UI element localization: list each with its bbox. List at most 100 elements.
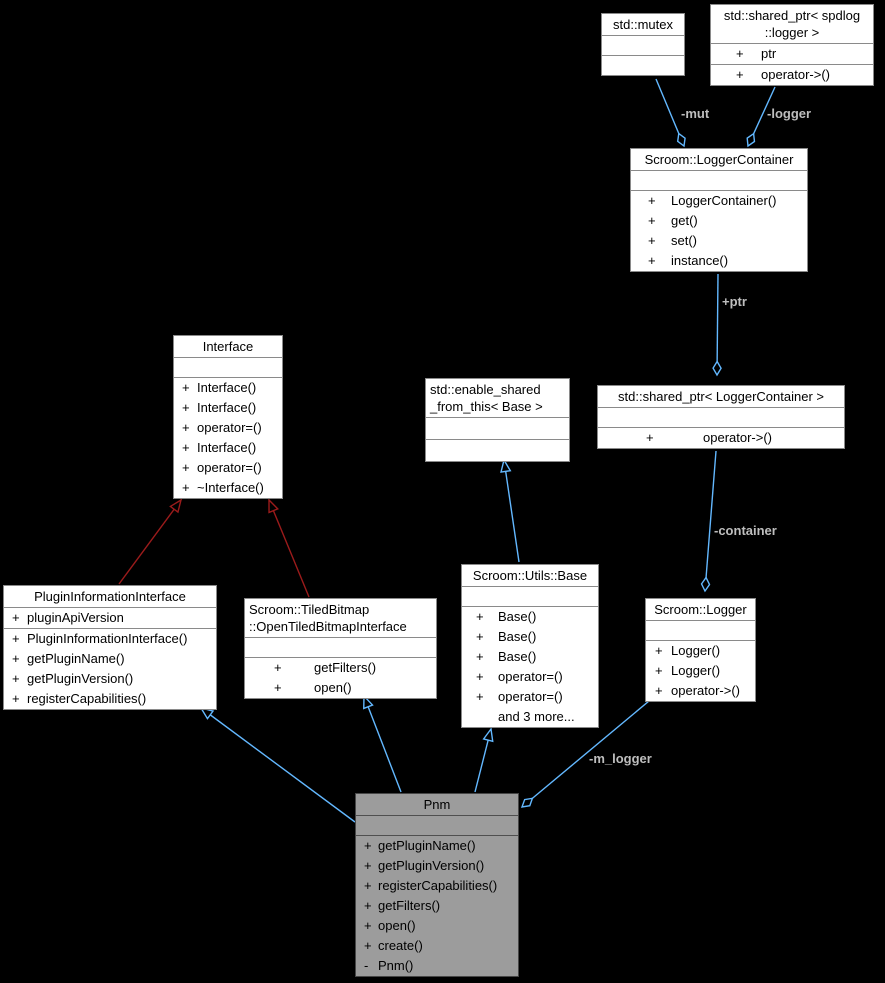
member-row: + getPluginVersion() — [4, 669, 216, 689]
member-row: + ~Interface() — [174, 478, 282, 498]
class-box-scroom-loggercontainer[interactable]: Scroom::LoggerContainer +LoggerContainer… — [630, 148, 808, 272]
member-row: +set() — [631, 231, 807, 251]
member-visibility: + — [648, 213, 656, 228]
member-row: +registerCapabilities() — [356, 876, 518, 896]
member-label: operator->() — [761, 67, 830, 82]
member-visibility: + — [364, 878, 372, 893]
methods-section: + operator->() — [711, 64, 873, 85]
edge-utilsbase-inherits-enablesharedfromthis — [500, 458, 520, 563]
member-row: +Logger() — [646, 641, 755, 661]
member-label: registerCapabilities() — [27, 691, 147, 706]
methods-section: +getFilters() + open() — [245, 657, 436, 698]
member-label: open() — [378, 918, 416, 933]
member-visibility — [476, 707, 498, 727]
member-label: Base() — [498, 649, 537, 664]
member-visibility: + — [476, 609, 484, 624]
member-visibility: + — [364, 838, 372, 853]
class-box-pnm[interactable]: Pnm +getPluginName() +getPluginVersion()… — [355, 793, 519, 977]
class-box-scroom-utils-base[interactable]: Scroom::Utils::Base +Base() +Base() +Bas… — [461, 564, 599, 728]
member-label: ~Interface() — [197, 480, 264, 495]
class-title: std::shared_ptr< LoggerContainer > — [618, 389, 824, 404]
member-row: +getFilters() — [245, 658, 436, 678]
member-label: instance() — [671, 253, 729, 268]
attributes-section: +pluginApiVersion — [4, 607, 216, 628]
class-title: std::mutex — [613, 17, 673, 32]
methods-section: +PluginInformationInterface() +getPlugin… — [4, 628, 216, 709]
member-row: +Base() — [462, 627, 598, 647]
methods-section: +operator->() — [598, 427, 844, 448]
edge-mutex-to-loggercontainer — [655, 78, 686, 148]
member-row: +operator=() — [174, 418, 282, 438]
member-visibility: + — [182, 440, 190, 455]
member-label: Interface() — [197, 400, 257, 415]
member-row: + Base() — [462, 647, 598, 667]
attributes-section: +ptr — [711, 43, 873, 64]
member-visibility: + — [274, 680, 282, 695]
member-row: +create() — [356, 936, 518, 956]
member-row: +pluginApiVersion — [4, 608, 216, 628]
member-row: + Logger() — [646, 661, 755, 681]
member-visibility: + — [648, 253, 656, 268]
member-visibility: + — [476, 649, 484, 664]
member-label: operator=() — [197, 460, 262, 475]
member-visibility: + — [655, 663, 663, 678]
edge-label-container: -container — [714, 523, 777, 538]
member-row: -Pnm() — [356, 956, 518, 976]
class-box-sharedptr-spdlog-logger[interactable]: std::shared_ptr< spdlog ::logger > +ptr … — [710, 4, 874, 86]
class-box-plugininformationinterface[interactable]: PluginInformationInterface +pluginApiVer… — [3, 585, 217, 710]
member-label: operator->() — [703, 430, 772, 445]
member-row: + Base() — [462, 607, 598, 627]
member-visibility: + — [182, 380, 190, 395]
member-row: +operator=() — [462, 687, 598, 707]
member-label: getPluginName() — [27, 651, 125, 666]
member-row: + operator->() — [711, 65, 873, 85]
member-row: +operator=() — [174, 458, 282, 478]
class-title: Scroom::TiledBitmap ::OpenTiledBitmapInt… — [249, 602, 407, 634]
class-box-std-mutex[interactable]: std::mutex — [601, 13, 685, 76]
class-box-sharedptr-loggercontainer[interactable]: std::shared_ptr< LoggerContainer > +oper… — [597, 385, 845, 449]
member-label: ptr — [761, 46, 777, 61]
member-label: open() — [314, 680, 352, 695]
member-visibility: + — [655, 643, 663, 658]
member-row: + instance() — [631, 251, 807, 271]
member-row: +operator=() — [462, 667, 598, 687]
member-visibility: + — [12, 671, 20, 686]
member-label: getPluginName() — [378, 838, 476, 853]
member-row: + operator->() — [646, 681, 755, 701]
edge-sharedptr-loggercontainer-to-logger — [700, 450, 717, 593]
methods-section — [602, 55, 684, 75]
member-label: operator->() — [671, 683, 740, 698]
edge-opentiledbitmapinterface-inherits-interface — [268, 498, 310, 598]
member-visibility: + — [182, 420, 190, 435]
member-label: getFilters() — [378, 898, 441, 913]
member-visibility: - — [364, 958, 369, 973]
member-label: getFilters() — [314, 660, 377, 675]
member-label: Base() — [498, 609, 537, 624]
member-row: + getPluginName() — [356, 836, 518, 856]
class-box-scroom-logger[interactable]: Scroom::Logger +Logger() +Logger() +oper… — [645, 598, 756, 702]
attributes-section — [245, 637, 436, 657]
attributes-section — [631, 170, 807, 190]
member-row: +getFilters() — [356, 896, 518, 916]
member-visibility: + — [182, 480, 190, 495]
member-label: Interface() — [197, 440, 257, 455]
member-visibility: + — [476, 669, 484, 684]
member-row: +ptr — [711, 44, 873, 64]
class-title: PluginInformationInterface — [34, 589, 186, 604]
member-row: +registerCapabilities() — [4, 689, 216, 709]
class-box-interface[interactable]: Interface +Interface() +Interface() +ope… — [173, 335, 283, 499]
member-visibility: + — [364, 858, 372, 873]
member-label: Interface() — [197, 380, 257, 395]
member-label: getPluginVersion() — [27, 671, 134, 686]
member-label: LoggerContainer() — [671, 193, 777, 208]
methods-section: +Logger() +Logger() +operator->() — [646, 640, 755, 701]
methods-section: +LoggerContainer() +get() +set() +instan… — [631, 190, 807, 271]
class-box-opentiledbitmapinterface[interactable]: Scroom::TiledBitmap ::OpenTiledBitmapInt… — [244, 598, 437, 699]
member-label: Logger() — [671, 663, 721, 678]
attributes-section — [426, 417, 569, 439]
member-visibility: + — [736, 67, 744, 82]
member-visibility: + — [655, 683, 663, 698]
class-box-enable-shared-from-this[interactable]: std::enable_shared _from_this< Base > — [425, 378, 570, 462]
